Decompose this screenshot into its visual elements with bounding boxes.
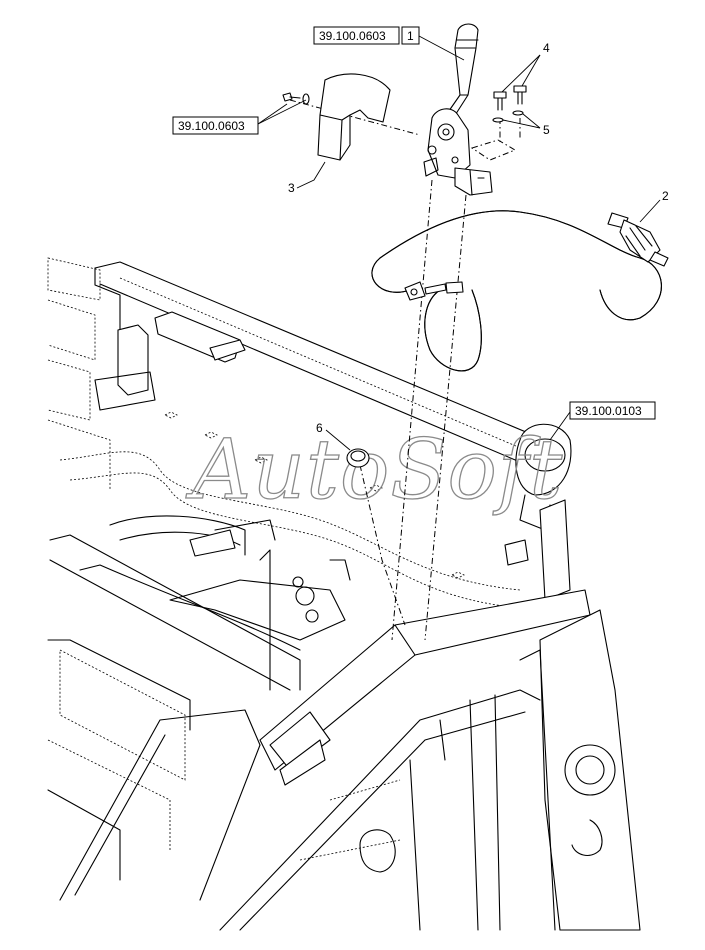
callout-ref-left: 39.100.0603 <box>172 99 307 135</box>
ref-code-top: 39.100.0603 <box>319 29 386 43</box>
callout-item-4: 4 <box>501 41 550 93</box>
callout-item-3: 3 <box>288 161 326 195</box>
grommet-plug <box>346 448 370 468</box>
bolts-and-washers <box>492 85 527 123</box>
control-lever-assembly <box>423 23 493 196</box>
item-number-3: 3 <box>288 181 295 195</box>
item-number-2: 2 <box>662 189 669 203</box>
item-number-5: 5 <box>543 123 550 137</box>
assembly-lines <box>289 99 521 641</box>
callout-ref-top: 39.100.0603 1 <box>313 26 465 61</box>
lever-cover <box>282 73 391 161</box>
ref-code-left: 39.100.0603 <box>178 119 245 133</box>
callout-item-5: 5 <box>502 113 550 137</box>
callout-ref-right: 39.100.0103 <box>549 401 656 441</box>
ref-code-right: 39.100.0103 <box>575 404 642 418</box>
control-cable <box>371 210 669 372</box>
item-number-6: 6 <box>316 421 323 435</box>
item-number-4: 4 <box>543 41 550 55</box>
callout-item-6: 6 <box>316 421 351 451</box>
chassis-frame <box>47 257 641 931</box>
callout-item-2: 2 <box>639 189 669 223</box>
item-number-1: 1 <box>407 29 414 43</box>
watermark-text: AutoSoft <box>185 423 563 518</box>
